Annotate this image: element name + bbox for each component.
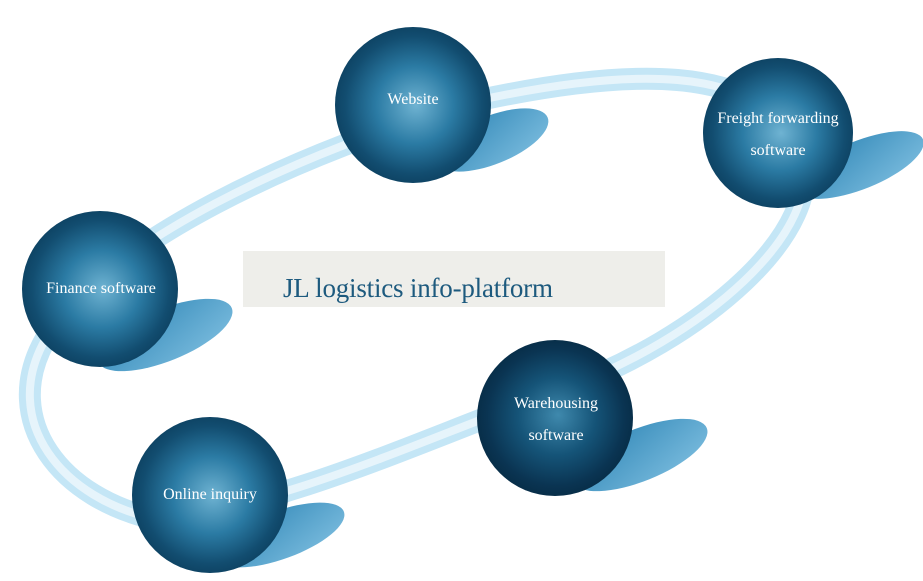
warehousing-software-sphere[interactable]: [477, 340, 633, 496]
center-title: JL logistics info-platform: [283, 273, 553, 303]
website-sphere[interactable]: [335, 27, 491, 183]
node-label-line: software: [528, 427, 584, 444]
node-label-warehousing-software: Warehousing software: [514, 388, 598, 452]
node-label-website: Website: [387, 84, 438, 116]
center-box: [243, 251, 665, 307]
freight-forwarding-sphere[interactable]: [703, 58, 853, 208]
node-label-line: Warehousing: [513, 395, 599, 412]
node-label-line: Online inquiry: [163, 486, 257, 503]
online-inquiry-sphere[interactable]: [132, 417, 288, 573]
node-label-line: Finance software: [46, 280, 156, 297]
node-label-line: Website: [387, 91, 439, 108]
node-label-line: software: [750, 142, 806, 159]
finance-software-sphere[interactable]: [22, 211, 178, 367]
node-label-online-inquiry: Online inquiry: [163, 479, 257, 511]
node-label-freight-forwarding: Freight forwarding software: [717, 103, 838, 167]
node-label-finance-software: Finance software: [46, 273, 156, 305]
node-label-line: Freight forwarding: [717, 110, 839, 127]
